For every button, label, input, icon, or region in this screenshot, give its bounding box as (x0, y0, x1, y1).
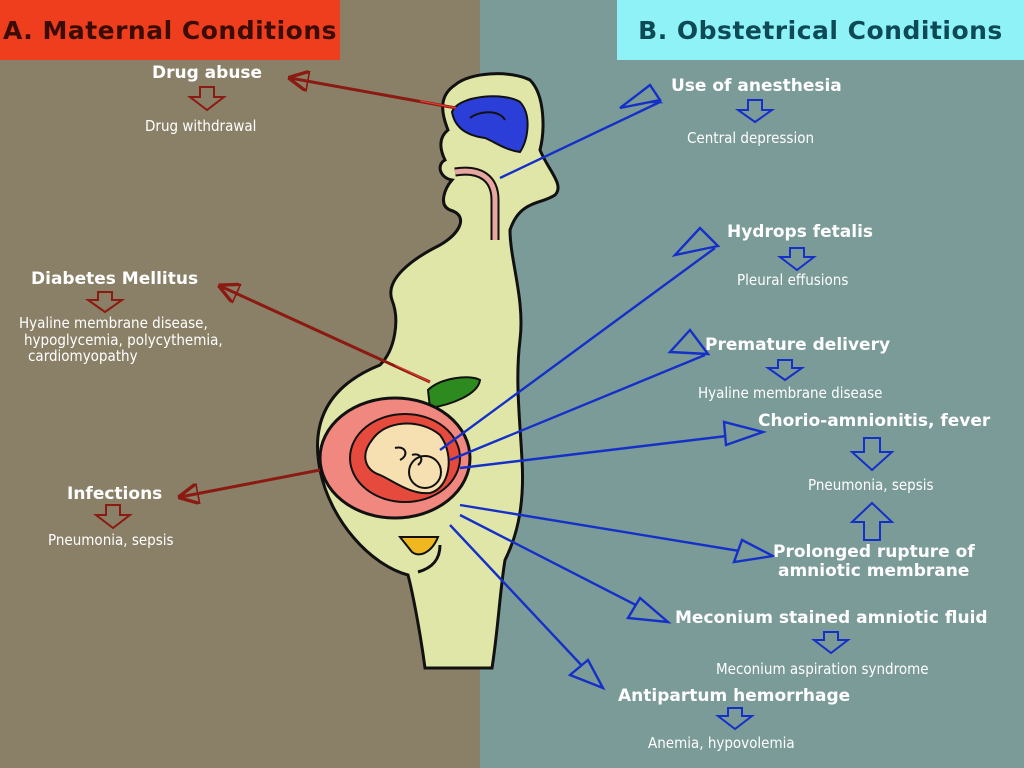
hyaline-membrane-label: Hyaline membrane disease (698, 384, 883, 402)
arrow-anesthesia (499, 100, 661, 180)
down-arrow-diabetes (84, 291, 126, 314)
meconium-label: Meconium stained amniotic fluid (675, 608, 988, 628)
pneumonia-sepsis-label: Pneumonia, sepsis (808, 476, 934, 494)
arrow-meconium (459, 513, 666, 622)
pleural-effusions-label: Pleural effusions (737, 271, 849, 289)
down-arrow-drug-abuse (187, 86, 227, 112)
arrow-prolonged (459, 503, 771, 558)
hydrops-label: Hydrops fetalis (727, 222, 874, 242)
anesthesia-label: Use of anesthesia (671, 76, 842, 96)
prolonged-rupture-line1: Prolonged rupture of (773, 542, 975, 562)
premature-label: Premature delivery (705, 335, 891, 355)
liver (426, 376, 482, 410)
arrow-infections (180, 468, 321, 497)
drug-abuse-label: Drug abuse (152, 63, 263, 83)
infections-effect-label: Pneumonia, sepsis (48, 531, 174, 549)
arrow-hydrops (439, 247, 716, 451)
chorio-label: Chorio-amnionitis, fever (758, 411, 991, 431)
diabetes-effect-line3: cardiomyopathy (28, 347, 138, 365)
down-arrow-premature (764, 359, 806, 382)
arrow-antipartum (449, 524, 601, 686)
arrow-chorio (459, 430, 761, 470)
down-arrow-antipartum (715, 707, 755, 731)
down-arrow-chorio (849, 437, 895, 472)
arrow-premature (449, 353, 706, 462)
diabetes-effect-line2: hypoglycemia, polycythemia, (24, 331, 223, 349)
central-depression-label: Central depression (687, 129, 815, 147)
down-arrow-meconium (811, 631, 851, 655)
drug-withdrawal-label: Drug withdrawal (145, 117, 257, 135)
diabetes-effect-line1: Hyaline membrane disease, (19, 314, 208, 332)
obstetrical-header: B. Obstetrical Conditions (617, 0, 1024, 60)
antipartum-label: Antipartum hemorrhage (618, 686, 851, 706)
arrow-diabetes (220, 286, 431, 384)
down-arrow-anesthesia (734, 99, 776, 124)
infections-label: Infections (67, 484, 163, 504)
pregnant-woman-silhouette (316, 72, 560, 670)
down-arrow-infections (93, 504, 133, 530)
obstetrical-panel (480, 0, 1024, 768)
maternal-header: A. Maternal Conditions (0, 0, 340, 60)
up-arrow-prolonged (849, 501, 895, 541)
prolonged-rupture-line2: amniotic membrane (778, 561, 970, 581)
down-arrow-hydrops (777, 247, 817, 272)
diabetes-label: Diabetes Mellitus (31, 269, 199, 289)
brain (450, 95, 529, 154)
bladder (397, 536, 440, 556)
anemia-label: Anemia, hypovolemia (648, 734, 795, 752)
meconium-aspiration-label: Meconium aspiration syndrome (716, 660, 929, 678)
